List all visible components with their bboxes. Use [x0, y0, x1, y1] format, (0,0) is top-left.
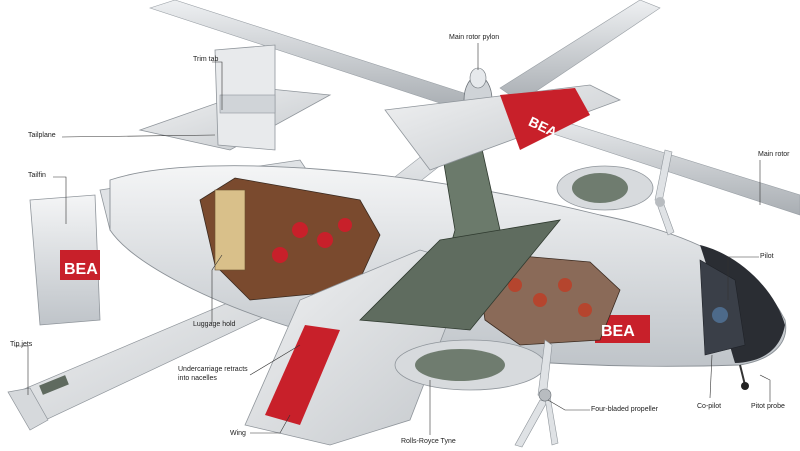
label-tailfin: Tailfin: [28, 172, 46, 179]
tail-logo: BEA: [64, 261, 98, 278]
upper-propeller-graphic: [654, 149, 675, 236]
landing-gear: [739, 364, 749, 390]
left-wing: [7, 284, 301, 431]
nose-logo: BEA: [601, 323, 635, 340]
label-tailplane: Tailplane: [28, 132, 56, 139]
label-undercarriage-line1: Undercarriage retracts: [178, 366, 248, 373]
lower-engine-nacelle: [394, 339, 546, 391]
label-undercarriage-line2: into nacelles: [178, 375, 217, 382]
label-rolls-royce-tyne: Rolls-Royce Tyne: [401, 438, 456, 445]
rear-cabin-cutaway: [199, 177, 381, 301]
label-tip-jets: Tip jets: [10, 341, 33, 348]
leader-lines: [14, 43, 771, 435]
label-four-bladed-propeller: Four-bladed propeller: [591, 406, 658, 413]
label-pilot: Pilot: [760, 253, 774, 260]
main-wing: [244, 219, 561, 446]
label-co-pilot: Co-pilot: [697, 403, 722, 410]
cockpit-cutaway: [699, 259, 746, 356]
forward-cabin-cutaway: [479, 254, 621, 346]
label-main-rotor: Main rotor: [758, 151, 790, 158]
label-wing: Wing: [230, 430, 246, 437]
label-main-rotor-pylon: Main rotor pylon: [449, 34, 500, 41]
label-trim-tab: Trim tab: [193, 56, 219, 63]
label-luggage-hold: Luggage hold: [193, 321, 236, 328]
right-wing-and-engine: [384, 84, 654, 211]
four-bladed-propeller-graphic: [514, 339, 559, 448]
label-pitot-probe: Pitot probe: [751, 403, 785, 410]
